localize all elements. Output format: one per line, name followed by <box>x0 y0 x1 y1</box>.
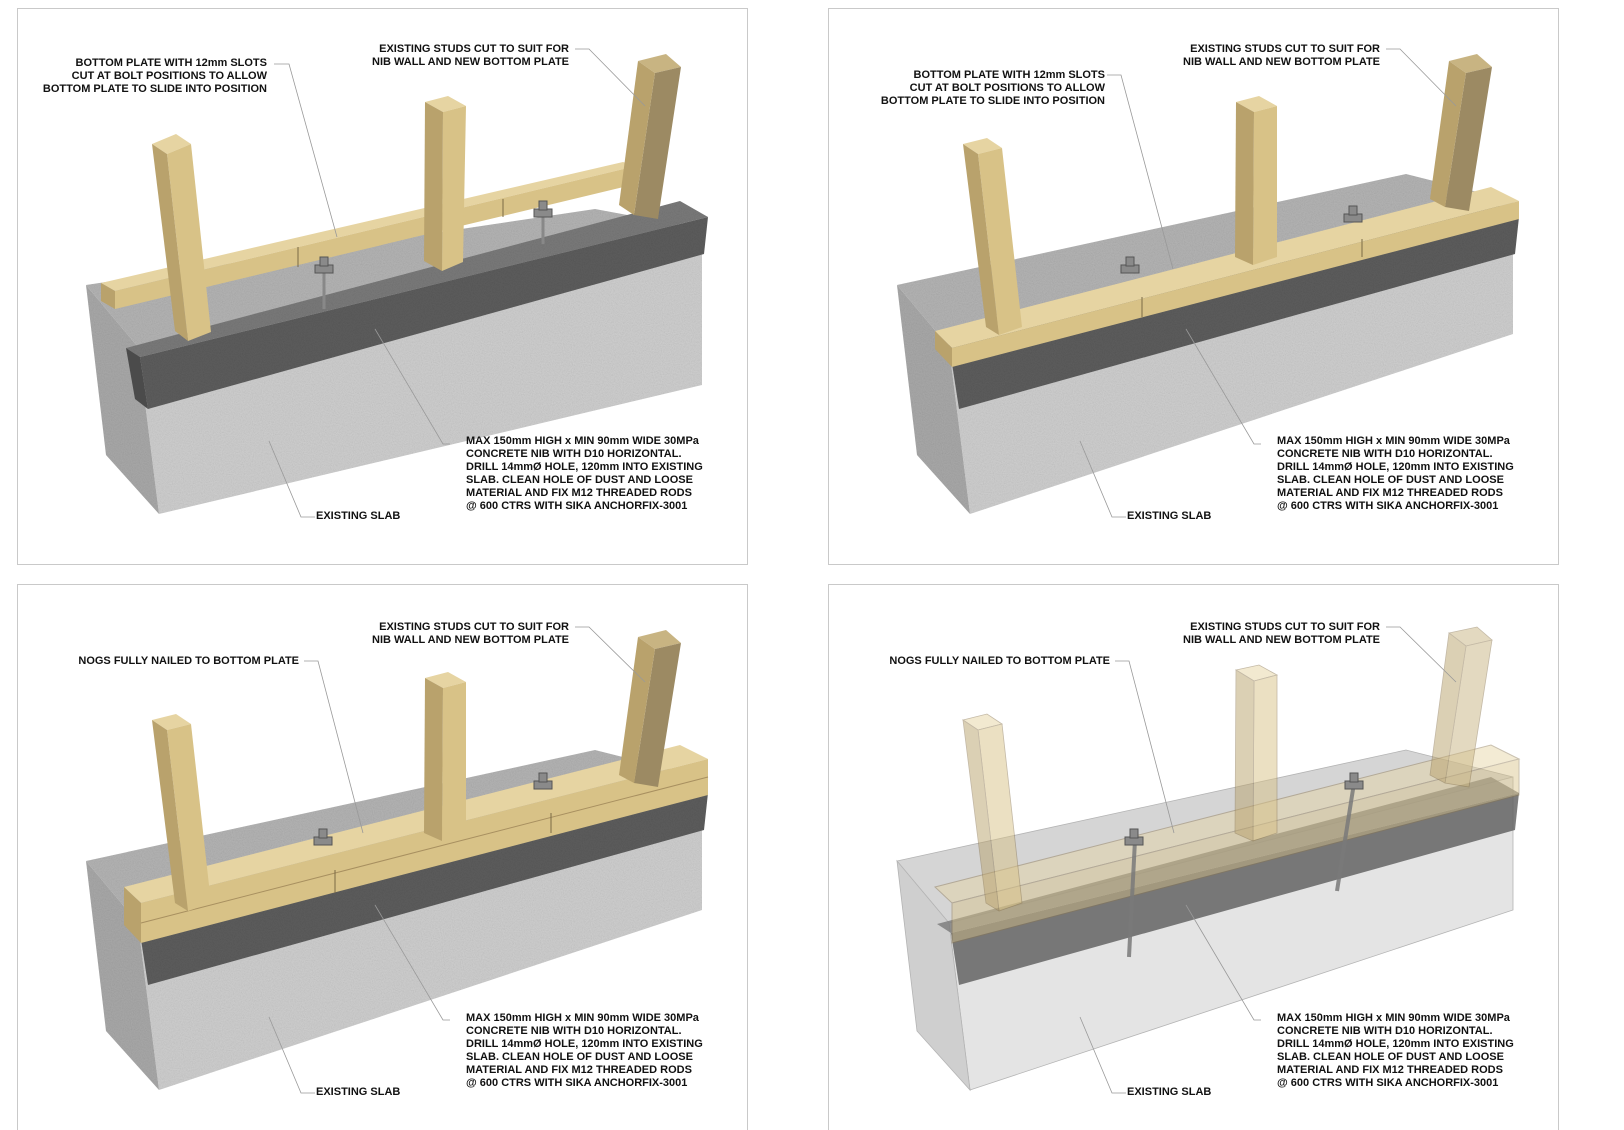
label-concrete-nib: MAX 150mm HIGH x MIN 90mm WIDE 30MPa CON… <box>466 435 703 512</box>
stud-right <box>619 54 681 219</box>
stud-middle <box>1235 96 1277 265</box>
stud-right <box>1430 54 1492 211</box>
leader-lines <box>268 48 646 518</box>
nib-front <box>951 217 1519 409</box>
bottom-plate-end <box>101 283 115 309</box>
slab-side <box>897 285 970 514</box>
detail-panel-4: NOGS FULLY NAILED TO BOTTOM PLATE EXISTI… <box>828 584 1559 1130</box>
slab-side <box>86 861 159 1090</box>
bottom-plate-front <box>141 759 708 943</box>
nog-line <box>140 776 709 924</box>
bolt-washer <box>313 772 553 846</box>
detail-drawing-2 <box>897 48 1519 518</box>
nib-front <box>140 793 708 985</box>
bottom-plate-top <box>101 162 636 291</box>
label-existing-studs: EXISTING STUDS CUT TO SUIT FOR NIB WALL … <box>372 621 569 646</box>
label-existing-studs: EXISTING STUDS CUT TO SUIT FOR NIB WALL … <box>1183 621 1380 646</box>
label-concrete-nib: MAX 150mm HIGH x MIN 90mm WIDE 30MPa CON… <box>466 1012 703 1089</box>
stud-left <box>152 134 211 341</box>
slab-front <box>138 229 702 514</box>
bottom-plate-front <box>952 201 1519 367</box>
nib-top <box>126 201 708 357</box>
bottom-plate-end <box>935 331 952 367</box>
slab-side <box>86 285 159 514</box>
leader-lines <box>1079 626 1457 1094</box>
label-concrete-nib: MAX 150mm HIGH x MIN 90mm WIDE 30MPa CON… <box>1277 1012 1514 1089</box>
label-nogs: NOGS FULLY NAILED TO BOTTOM PLATE <box>78 655 299 667</box>
nib-front <box>140 217 708 409</box>
nib-front <box>951 793 1519 985</box>
label-existing-studs: EXISTING STUDS CUT TO SUIT FOR NIB WALL … <box>1183 43 1380 68</box>
detail-panel-1: BOTTOM PLATE WITH 12mm SLOTS CUT AT BOLT… <box>17 8 748 565</box>
label-existing-slab: EXISTING SLAB <box>1127 510 1212 522</box>
label-bottom-plate: BOTTOM PLATE WITH 12mm SLOTS CUT AT BOLT… <box>880 69 1105 107</box>
nib-side <box>126 348 148 409</box>
stud-left <box>962 713 1023 912</box>
label-nogs: NOGS FULLY NAILED TO BOTTOM PLATE <box>889 655 1110 667</box>
bottom-plate-top <box>933 744 1521 904</box>
slab-side <box>896 859 971 1092</box>
leader-lines <box>268 626 646 1094</box>
label-existing-slab: EXISTING SLAB <box>316 1086 401 1098</box>
bolt-washer <box>1124 772 1364 846</box>
detail-drawing-4 <box>896 626 1521 1094</box>
detail-panel-3: NOGS FULLY NAILED TO BOTTOM PLATE EXISTI… <box>17 584 748 1130</box>
stud-middle <box>424 96 466 271</box>
leader-lines <box>1079 48 1457 518</box>
stud-right <box>1429 626 1493 788</box>
label-existing-slab: EXISTING SLAB <box>1127 1086 1212 1098</box>
label-bottom-plate: BOTTOM PLATE WITH 12mm SLOTS CUT AT BOLT… <box>42 57 267 95</box>
bottom-plate-top <box>124 745 708 903</box>
detail-panel-2: BOTTOM PLATE WITH 12mm SLOTS CUT AT BOLT… <box>828 8 1559 565</box>
bottom-plate-front <box>951 758 1520 944</box>
bottom-plate-front <box>115 166 636 309</box>
nib-top <box>937 777 1519 933</box>
threaded-rod <box>1127 782 1356 958</box>
label-existing-studs: EXISTING STUDS CUT TO SUIT FOR NIB WALL … <box>372 43 569 68</box>
stud-right <box>619 630 681 787</box>
bolt-washer <box>314 200 553 274</box>
detail-drawing-1 <box>86 48 708 518</box>
stud-middle <box>1234 664 1279 842</box>
bolt-washer <box>1120 205 1363 274</box>
label-existing-slab: EXISTING SLAB <box>316 510 401 522</box>
stud-middle <box>424 672 466 841</box>
stud-left <box>963 138 1022 335</box>
bottom-plate-end <box>124 887 141 943</box>
stud-left <box>152 714 211 911</box>
detail-drawing-3 <box>86 626 709 1094</box>
bottom-plate-top <box>935 187 1519 348</box>
label-concrete-nib: MAX 150mm HIGH x MIN 90mm WIDE 30MPa CON… <box>1277 435 1514 512</box>
